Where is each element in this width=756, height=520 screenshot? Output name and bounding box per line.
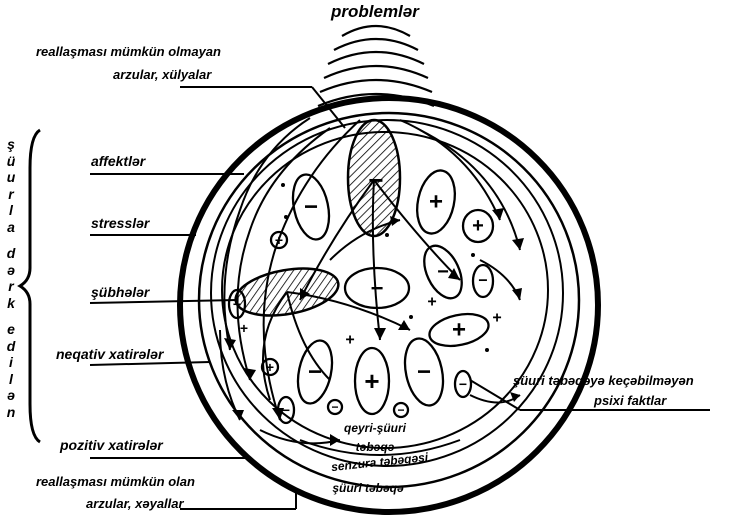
bracket-letter: d — [4, 245, 18, 261]
label-negative-memories: neqativ xatirələr — [56, 346, 163, 362]
plus-symbol: + — [266, 359, 274, 375]
bracket-letter: d — [4, 338, 18, 354]
bracket-letter: k — [4, 295, 18, 311]
plus-symbol: + — [472, 215, 484, 237]
minus-symbol: − — [304, 194, 318, 221]
plus-symbol: + — [275, 232, 283, 248]
plus-symbol: + — [427, 294, 436, 311]
bracket-letter: l — [4, 371, 18, 387]
bracket-letter: n — [4, 404, 18, 420]
bracket-letter: ü — [4, 153, 18, 169]
bracket-letter: ə — [4, 262, 18, 278]
bracket-letter: e — [4, 321, 18, 337]
minus-symbol: − — [308, 359, 322, 386]
bracket-letter: u — [4, 169, 18, 185]
problem-waves — [318, 26, 434, 106]
label-psychic-facts-2: psixi faktlar — [594, 394, 666, 409]
minus-symbol: − — [282, 402, 290, 418]
plus-symbol: + — [452, 317, 466, 344]
plus-symbol: + — [345, 332, 354, 349]
bracket-letter: r — [4, 278, 18, 294]
plus-symbol: + — [240, 320, 248, 336]
bracket-letter: l — [4, 202, 18, 218]
unconscious-layer-label-1: qeyri-şüuri — [344, 421, 407, 435]
label-doubts: şübhələr — [91, 284, 149, 300]
plus-symbol: + — [492, 310, 501, 327]
minus-symbol: − — [397, 403, 404, 417]
plus-symbol: + — [429, 189, 443, 216]
label-unrealizable-desires-2: arzular, xülyalar — [113, 68, 211, 83]
minus-symbol: − — [417, 359, 431, 386]
minus-symbol: − — [478, 273, 487, 290]
label-psychic-facts-1: şüuri təbəqəyə keçəbilməyən — [513, 374, 694, 389]
minus-symbol: − — [437, 261, 449, 283]
minus-symbol: − — [331, 400, 338, 414]
label-affects: affektlər — [91, 153, 145, 169]
label-positive-memories: pozitiv xatirələr — [60, 437, 163, 453]
label-realizable-desires-1: reallaşması mümkün olan — [36, 475, 195, 490]
minus-symbol: − — [459, 376, 467, 392]
label-unrealizable-desires-1: reallaşması mümkün olmayan — [36, 45, 221, 60]
minus-symbol: − — [371, 276, 384, 301]
minus-symbol: − — [233, 296, 241, 312]
label-realizable-desires-2: arzular, xəyallar — [86, 497, 184, 512]
bracket-letter: ş — [4, 136, 18, 152]
bracket-letter: ə — [4, 387, 18, 403]
minus-symbol: − — [368, 165, 383, 195]
bracket-letter: i — [4, 354, 18, 370]
bracket-letter: r — [4, 186, 18, 202]
plus-symbol: + — [364, 366, 379, 396]
diagram-title: problemlər — [331, 2, 419, 22]
bracket — [14, 128, 50, 444]
unconscious-layer-label-2: təbəqə — [356, 440, 395, 454]
label-stresses: stresslər — [91, 215, 149, 231]
bracket-letter: a — [4, 219, 18, 235]
conscious-layer-label: şüuri təbəqə — [332, 481, 404, 495]
